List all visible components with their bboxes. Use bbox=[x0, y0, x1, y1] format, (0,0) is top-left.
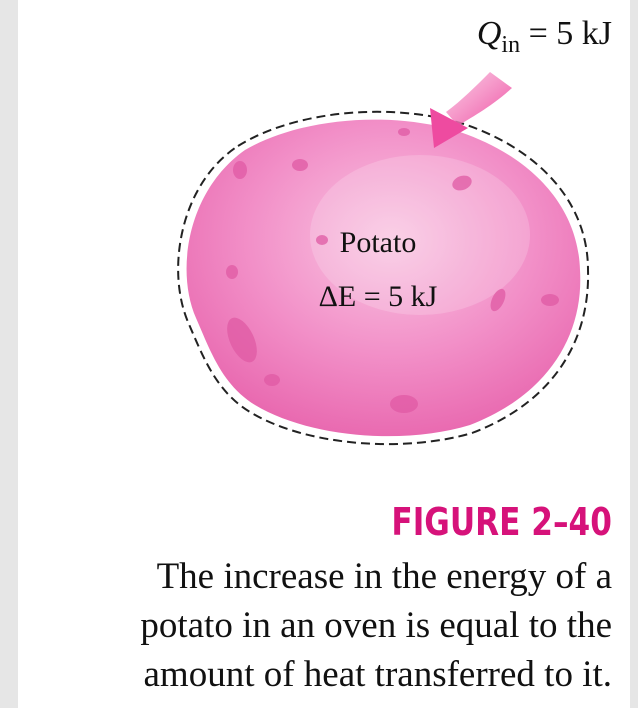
energy-symbol: ΔE bbox=[319, 280, 357, 313]
heat-arrow bbox=[430, 72, 512, 148]
caption-line-1: The increase in the energy of a bbox=[156, 556, 612, 597]
figure-panel: Qin = 5 kJ Potato ΔE = 5 kJ FIGURE 2–40 … bbox=[18, 0, 630, 708]
figure-label: FIGURE 2–40 bbox=[391, 500, 612, 544]
heat-subscript: in bbox=[501, 32, 520, 58]
system-name: Potato bbox=[340, 226, 417, 259]
figure-caption: The increase in the energy of a potato i… bbox=[12, 552, 612, 699]
heat-input-label: Qin = 5 kJ bbox=[477, 15, 612, 58]
heat-symbol: Q bbox=[477, 15, 502, 52]
heat-value: = 5 kJ bbox=[520, 15, 612, 52]
potato-body bbox=[186, 119, 581, 437]
energy-change-label: ΔE = 5 kJ bbox=[319, 280, 438, 313]
heat-arrow-shaft bbox=[446, 72, 512, 126]
caption-line-2: potato in an oven is equal to the bbox=[140, 605, 612, 646]
energy-value: = 5 kJ bbox=[356, 280, 437, 313]
caption-line-3: amount of heat transferred to it. bbox=[143, 654, 613, 695]
potato-highlight bbox=[310, 155, 530, 315]
heat-arrow-head bbox=[430, 108, 468, 148]
potato-spots bbox=[226, 128, 559, 413]
potato-diagram: Qin = 5 kJ Potato ΔE = 5 kJ bbox=[177, 15, 612, 446]
